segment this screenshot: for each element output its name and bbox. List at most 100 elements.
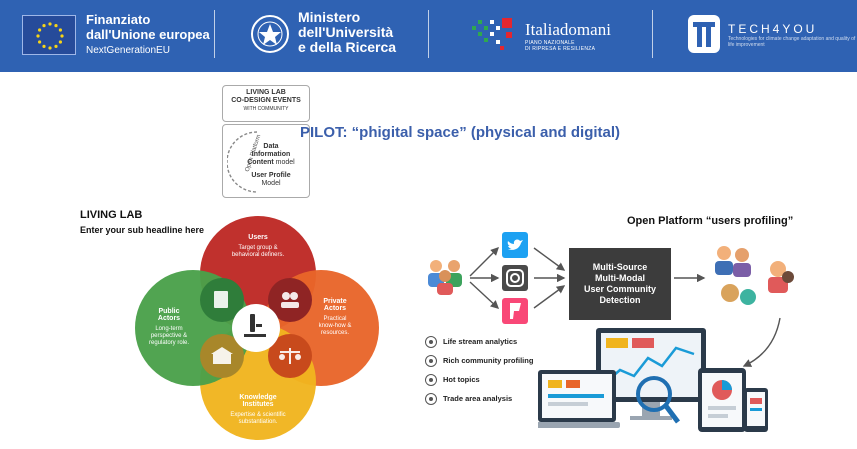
knowledge-heading-1: Knowledge [239, 394, 277, 401]
data-line-2: Information [251, 151, 291, 158]
analytics-list: Life stream analytics Rich community pro… [425, 332, 533, 408]
pilot-title: PILOT: “phigital space” (physical and di… [300, 124, 621, 141]
open-platform-models: Data Information Content model User Prof… [235, 143, 307, 188]
list-item: Hot topics [425, 370, 533, 389]
data-line-3: Content model [235, 159, 307, 167]
tablet-icon [698, 368, 746, 432]
knowledge-body-1: Expertise & scientific [230, 412, 286, 418]
data-line-1: Data [263, 143, 279, 150]
profile-icon [425, 354, 437, 367]
private-body-2: know-how & [318, 323, 352, 329]
dashboard-devices-illustration [538, 328, 768, 432]
social-sources [502, 232, 528, 324]
private-body-3: resources. [320, 330, 349, 336]
list-item: Rich community profiling [425, 351, 533, 370]
knowledge-body-2: substantiation. [238, 419, 278, 425]
italiadomani-logo-icon [470, 12, 518, 56]
list-item-label: Rich community profiling [443, 356, 534, 365]
tech4you-brand: TECH4YOU [728, 22, 818, 36]
eu-flag-icon [22, 15, 76, 55]
building-icon [211, 347, 233, 364]
banner-divider [214, 10, 215, 58]
phone-icon [744, 388, 768, 432]
ministry-line-1: Ministero [298, 9, 361, 25]
monitor-icon [596, 328, 706, 420]
private-heading-2: Actors [323, 305, 347, 312]
ministry-seal-icon [250, 12, 290, 56]
model-word: model [275, 159, 295, 166]
msb-line-4: Detection [599, 295, 641, 305]
living-lab-codesign-box: LIVING LAB CO-DESIGN EVENTS WITH COMMUNI… [222, 85, 310, 122]
tech4you-logo-icon [686, 13, 722, 55]
tech4you-sub: Technologies for climate change adaptati… [728, 36, 856, 48]
italiadomani-label: Italiadomani PIANO NAZIONALE DI RIPRESA … [525, 20, 611, 52]
overlap-users-private [268, 278, 312, 322]
twitter-icon [502, 232, 528, 258]
foursquare-icon [502, 298, 528, 324]
codesign-line-1: LIVING LAB [246, 89, 286, 96]
instagram-icon [502, 265, 528, 291]
hot-topics-icon [425, 373, 437, 386]
knowledge-heading-2: Institutes [242, 401, 274, 408]
users-body-2: behavioral definers. [231, 252, 285, 258]
private-heading-1: Private [323, 298, 347, 305]
ministry-line-3: e della Ricerca [298, 39, 397, 55]
public-body-2: perspective & [150, 333, 188, 339]
location-icon [425, 392, 437, 405]
public-body-3: regulatory role. [148, 340, 190, 346]
ministry-line-2: dell'Università [298, 24, 394, 40]
list-item-label: Life stream analytics [443, 337, 518, 346]
open-platform-title: Open Platform “users profiling” [627, 215, 794, 227]
magnifier-icon [636, 376, 680, 424]
scales-icon [279, 348, 301, 364]
open-platform-ring: Open Platform [227, 131, 262, 193]
ministry-label: Ministero dell'Università e della Ricerc… [298, 10, 396, 55]
list-item: Trade area analysis [425, 389, 533, 408]
list-item-label: Hot topics [443, 375, 480, 384]
banner-divider [428, 10, 429, 58]
codesign-line-3: WITH COMMUNITY [243, 106, 289, 112]
msb-line-2: Multi-Modal [595, 273, 645, 283]
private-body-1: Practical [323, 316, 347, 322]
living-lab-title: LIVING LAB [80, 209, 143, 221]
users-body-1: Target group & [238, 245, 278, 251]
laptop-icon [538, 370, 620, 428]
user-group-icon [428, 260, 462, 295]
multi-source-detection-box: Multi-Source Multi-Modal User Community … [569, 248, 671, 320]
content-word: Content [247, 159, 274, 166]
eu-line-3: NextGenerationEU [86, 45, 170, 56]
public-body-1: Long-term [155, 326, 183, 332]
users-label: Users Target group & behavioral definers… [218, 234, 298, 259]
eu-line-2: dall'Unione europea [86, 27, 210, 42]
public-heading-1: Public [158, 308, 180, 315]
document-icon [214, 291, 228, 308]
tech4you-label: TECH4YOU Technologies for climate change… [728, 22, 857, 48]
eu-line-1: Finanziato [86, 12, 151, 27]
list-item: Life stream analytics [425, 332, 533, 351]
msb-line-1: Multi-Source [592, 262, 648, 272]
header-banner: Finanziato dall'Unione europea NextGener… [0, 0, 857, 72]
analytics-icon [425, 335, 437, 348]
open-platform-box: Open Platform Data Information Content m… [222, 124, 310, 198]
public-heading-2: Actors [157, 315, 181, 322]
users-heading: Users [248, 234, 268, 241]
codesign-line-2: CO-DESIGN EVENTS [231, 97, 301, 104]
list-item-label: Trade area analysis [443, 394, 513, 403]
microscope-icon [244, 314, 266, 337]
profile-line-2: Model [261, 180, 281, 187]
msb-line-3: User Community [583, 284, 656, 294]
venn-graphic [135, 216, 379, 440]
banner-divider [652, 10, 653, 58]
profiled-users-icon [715, 246, 794, 305]
eu-funding-label: Finanziato dall'Unione europea NextGener… [86, 12, 210, 58]
living-lab-subtitle: Enter your sub headline here [80, 225, 205, 235]
italiadomani-sub-2: DI RIPRESA E RESILIENZA [525, 46, 596, 52]
profile-line-1: User Profile [251, 172, 291, 179]
italiadomani-brand: Italiadomani [525, 20, 611, 39]
